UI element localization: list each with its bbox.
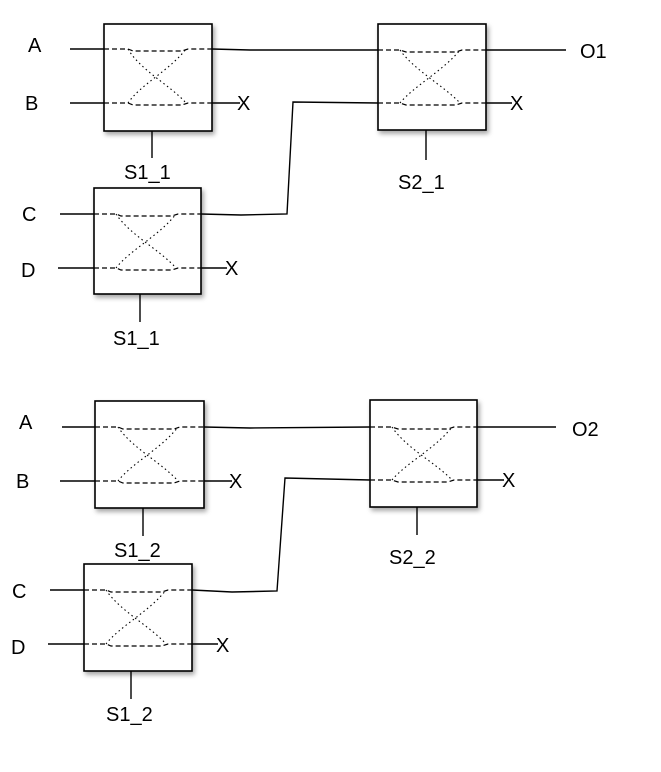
s1-top-to-s2-wire [203, 426, 371, 429]
discard-label: X [225, 258, 238, 280]
diagram-2: A B C D X X X S1_2 S1_2 S2_2 O2 [11, 399, 599, 726]
s1-bottom-to-s2-wire [191, 477, 371, 593]
input-d-label: D [11, 637, 25, 659]
s2-label: S2_2 [389, 547, 436, 569]
s1-top-to-s2-wire [211, 48, 378, 51]
switch-s1-top [103, 23, 213, 132]
input-b-label: B [16, 471, 29, 493]
discard-label: X [229, 471, 242, 493]
input-d-label: D [21, 260, 35, 282]
s1-top-label: S1_2 [114, 540, 161, 562]
switch-s2 [369, 399, 478, 508]
discard-label: X [510, 93, 523, 115]
input-a-label: A [19, 412, 33, 434]
output-label: O2 [572, 419, 599, 441]
input-c-label: C [22, 204, 36, 226]
diagram-1: A B C D X X X S1_1 S1_1 S2_1 O1 [21, 23, 607, 350]
switch-s2 [377, 23, 487, 131]
discard-label: X [237, 93, 250, 115]
output-label: O1 [580, 41, 607, 63]
input-c-label: C [12, 581, 26, 603]
switch-s1-bottom [83, 563, 193, 672]
s1-bottom-label: S1_2 [106, 704, 153, 726]
input-a-label: A [28, 35, 42, 57]
s1-top-label: S1_1 [124, 162, 171, 184]
input-b-label: B [25, 93, 38, 115]
discard-label: X [502, 470, 515, 492]
s1-bottom-to-s2-wire [200, 101, 379, 216]
s1-bottom-label: S1_1 [113, 328, 160, 350]
switch-s1-top [94, 400, 205, 509]
s2-label: S2_1 [398, 172, 445, 194]
discard-label: X [216, 635, 229, 657]
switch-s1-bottom [93, 187, 202, 295]
